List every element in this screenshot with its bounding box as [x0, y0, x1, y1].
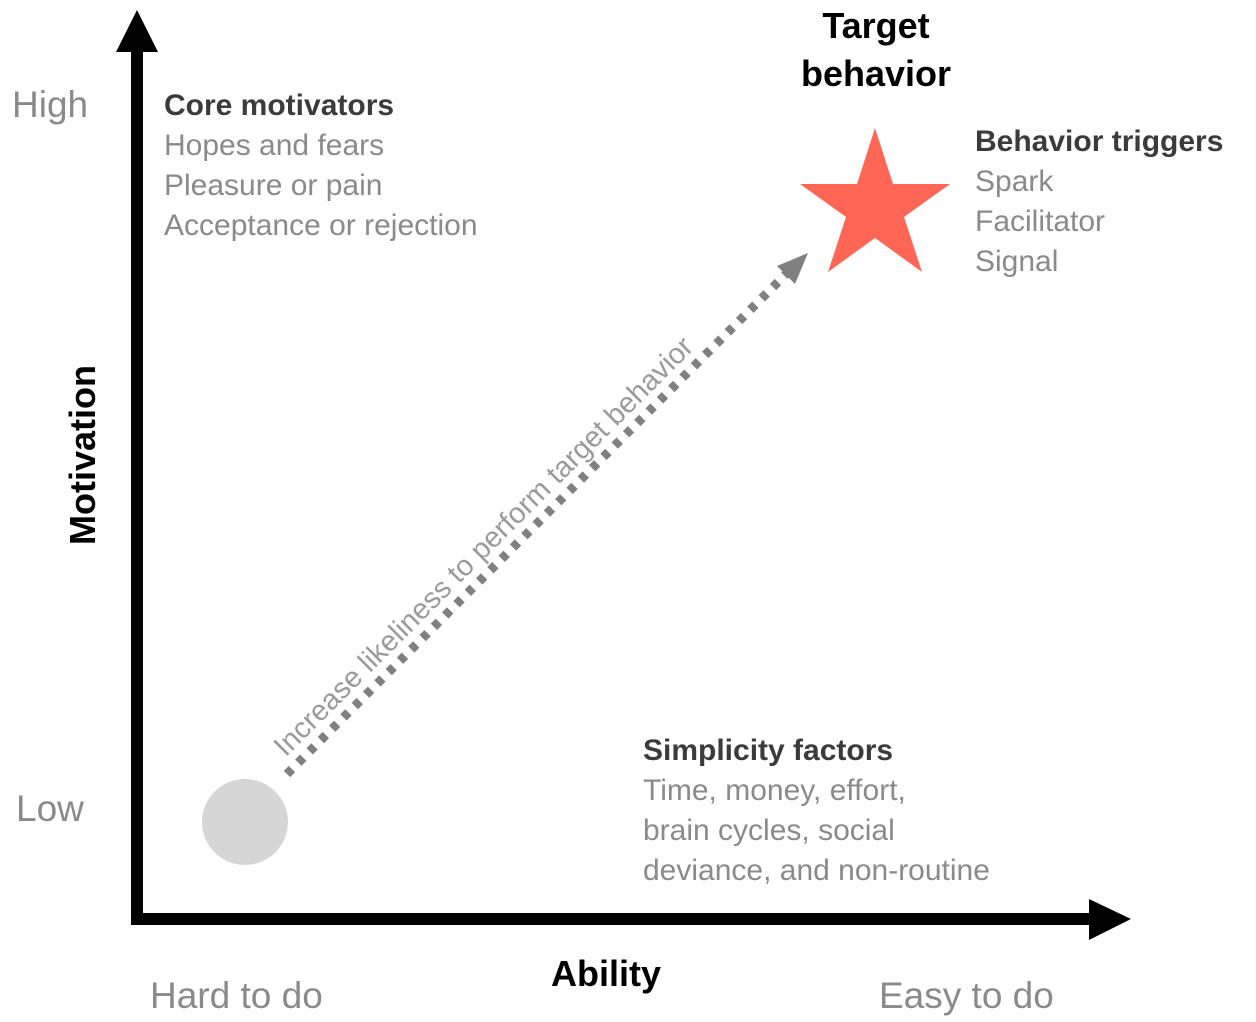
y-axis-low-label: Low — [16, 788, 84, 829]
start-point-circle — [202, 779, 288, 865]
target-behavior-title: Target behavior — [776, 2, 976, 98]
core-motivator-item: Pleasure or pain — [164, 169, 383, 202]
simplicity-factors-title: Simplicity factors — [643, 734, 894, 767]
x-axis-high-label: Easy to do — [879, 975, 1054, 1016]
target-title-line2: behavior — [800, 53, 952, 94]
behavior-triggers-block: Behavior triggers Spark Facilitator Sign… — [975, 122, 1223, 282]
y-axis-arrowhead-icon — [116, 10, 158, 52]
behavior-triggers-title: Behavior triggers — [975, 125, 1224, 158]
target-behavior-star-icon — [800, 128, 950, 272]
x-axis-arrowhead-icon — [1089, 899, 1131, 940]
y-axis-high-label: High — [12, 84, 89, 125]
behavior-trigger-item: Facilitator — [975, 205, 1106, 238]
core-motivator-item: Acceptance or rejection — [164, 209, 478, 242]
core-motivators-title: Core motivators — [164, 89, 395, 122]
x-axis-low-label: Hard to do — [150, 975, 323, 1016]
x-axis-title: Ability — [551, 953, 662, 994]
simplicity-factors-block: Simplicity factors Time, money, effort, … — [643, 731, 990, 891]
core-motivator-item: Hopes and fears — [164, 129, 385, 162]
simplicity-factors-line: brain cycles, social — [643, 814, 895, 847]
behavior-trigger-item: Spark — [975, 165, 1054, 198]
progress-path-dotted-line — [283, 264, 796, 778]
path-arrowhead-icon — [777, 253, 808, 284]
core-motivators-block: Core motivators Hopes and fears Pleasure… — [164, 86, 478, 246]
simplicity-factors-line: Time, money, effort, — [643, 774, 906, 807]
simplicity-factors-line: deviance, and non-routine — [643, 854, 990, 887]
behavior-trigger-item: Signal — [975, 245, 1059, 278]
y-axis-title: Motivation — [62, 365, 103, 545]
target-title-line1: Target — [822, 5, 930, 46]
